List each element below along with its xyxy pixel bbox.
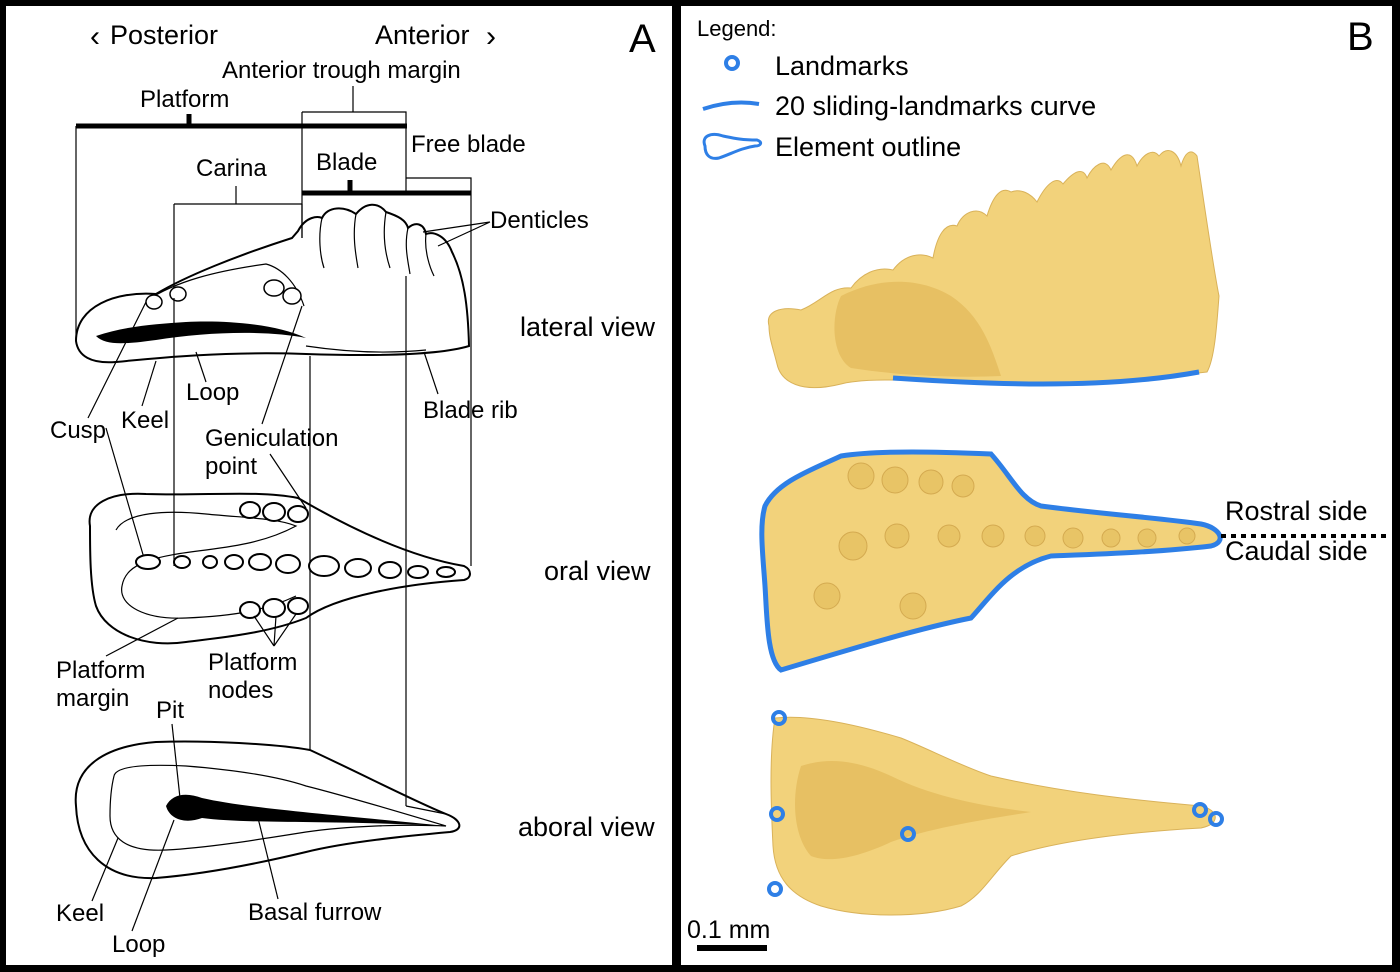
denticle-lines [319,211,435,277]
label-cusp: Cusp [50,417,106,444]
basal-furrow-leader [257,817,279,900]
panel-b-letter: B [1347,15,1374,59]
pit-shape [170,796,194,816]
label-platform-nodes-1: Platform [208,649,297,676]
oral-body [761,451,1221,671]
keel-leader [141,360,157,407]
lateral-node-row [145,263,305,307]
blade-rib-leader [423,351,439,395]
label-platform-margin-1: Platform [56,657,145,684]
landmark-point [767,881,783,897]
oral-outline [88,492,471,645]
panel-a-letter: A [629,17,656,61]
direction-anterior-label: Anterior [375,20,470,50]
view-label-oral: oral view [544,556,651,586]
free-blade-bracket [405,134,472,346]
label-blade: Blade [316,149,377,176]
loop-aboral-leader [131,819,175,932]
label-anterior-trough-margin: Anterior trough margin [222,57,461,84]
direction-posterior-label: Posterior [110,20,218,50]
label-loop-aboral: Loop [112,931,165,958]
lateral-shadow [834,281,1001,377]
platform-bracket [76,114,407,129]
lateral-platform-nodes [145,279,302,310]
label-basal-furrow: Basal furrow [248,899,382,926]
label-caudal-side: Caudal side [1225,536,1368,566]
panel-a-drawing: A ‹ Posterior Anterior › Anterior trough… [50,17,656,958]
aboral-outline [74,740,461,880]
landmarks [767,710,1224,897]
landmark-point [771,710,787,726]
legend-outline-icon [702,132,763,160]
label-loop: Loop [186,379,239,406]
pit-leader [171,723,181,799]
basal-furrow-shape [166,794,446,826]
oral-view-element [88,492,471,645]
carina-bracket [173,186,303,298]
cusp-leaders [87,301,147,559]
landmark-point [900,826,916,842]
aboral-free-blade [405,805,447,815]
platform-nodes-leaders [253,613,297,647]
platform-bracket-legs [75,126,303,341]
loop-leader [195,351,207,383]
panel-b-drawing: B Legend: Landmarks 20 sliding-landmarks… [687,15,1387,951]
label-carina: Carina [196,155,267,182]
label-geniculation-2: point [205,453,257,480]
blade-bracket [302,180,471,196]
label-blade-rib: Blade rib [423,397,518,424]
view-label-lateral: lateral view [520,312,656,342]
oral-nodes [813,462,1196,620]
lateral-outline [74,203,471,364]
label-free-blade: Free blade [411,131,526,158]
element-outline [759,449,1223,673]
legend-sliding-curve: 20 sliding-landmarks curve [775,91,1096,121]
lateral-body [767,150,1220,388]
oral-carina-nodes [135,553,456,579]
aboral-keel-outline [109,764,447,851]
legend-landmarks: Landmarks [775,51,909,81]
legend-element-outline: Element outline [775,132,961,162]
lateral-view-element [74,203,471,364]
sliding-landmarks-curve [892,369,1200,387]
label-rostral-side: Rostral side [1225,496,1368,526]
direction-posterior-arrow: ‹ [90,20,100,53]
platform-margin-leader [105,617,179,657]
legend-landmark-icon [724,55,740,71]
projection-lines [173,276,472,806]
label-platform-nodes-2: nodes [208,677,273,704]
oral-platform-margin-inner [115,511,298,619]
label-keel-aboral: Keel [56,900,104,927]
legend: Legend: Landmarks 20 sliding-landmarks c… [697,16,1096,162]
label-platform-margin-2: margin [56,685,129,712]
panel-a: A ‹ Posterior Anterior › Anterior trough… [6,6,672,965]
label-pit: Pit [156,697,184,724]
label-platform: Platform [140,86,229,113]
specimen-oral [759,449,1223,673]
direction-anterior-arrow: › [486,20,496,53]
landmark-point [1192,802,1208,818]
label-geniculation-1: Geniculation [205,425,338,452]
label-keel: Keel [121,407,169,434]
lateral-keel-shadow [96,321,306,344]
landmark-point [769,806,785,822]
aboral-view-element [74,740,461,880]
scale-bar-label: 0.1 mm [687,916,770,944]
landmark-point [1208,811,1224,827]
specimen-aboral [767,710,1224,916]
legend-title: Legend: [697,16,777,41]
label-denticles: Denticles [490,207,589,234]
view-label-aboral: aboral view [518,812,655,842]
specimen-lateral [767,150,1220,388]
oral-platform-nodes [239,501,309,619]
aboral-shadow [795,761,1031,860]
legend-curve-icon [702,100,760,111]
blade-rib-line [305,345,427,353]
panel-b: B Legend: Landmarks 20 sliding-landmarks… [681,6,1392,965]
keel-aboral-leader [91,837,119,902]
scale-bar [697,945,767,951]
